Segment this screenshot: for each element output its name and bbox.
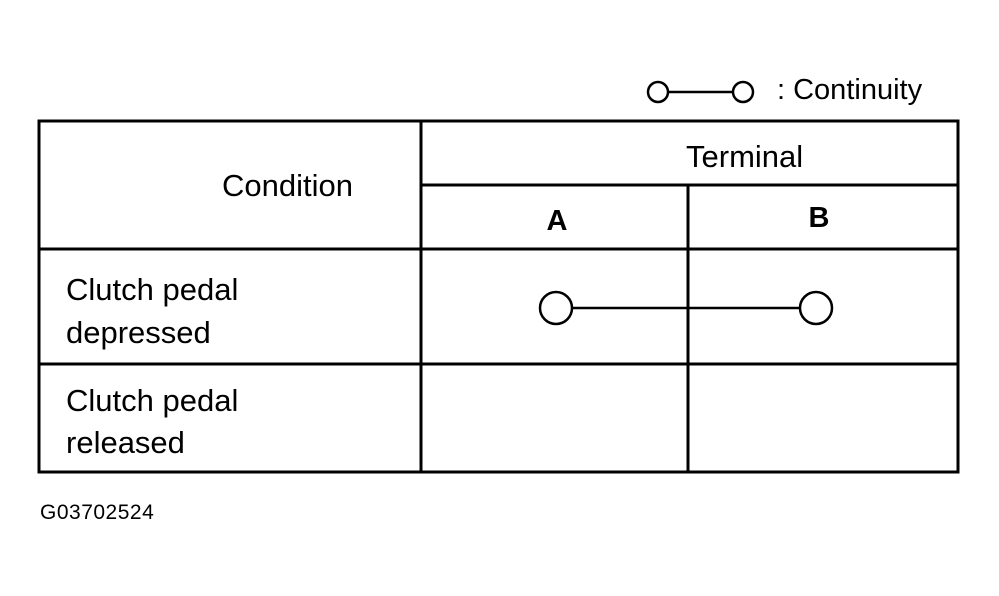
continuity-connection-icon [538, 290, 834, 326]
figure-code: G03702524 [40, 501, 155, 524]
terminal-header: Terminal [686, 139, 804, 174]
continuity-symbol-icon [646, 80, 755, 104]
terminal-b-header: B [808, 202, 830, 234]
row-2-condition-line2: released [66, 425, 185, 460]
row-1-condition-line2: depressed [66, 315, 211, 350]
row-1-condition-line1: Clutch pedal [66, 272, 239, 307]
continuity-legend: : Continuity [645, 72, 945, 108]
legend-label: : Continuity [777, 74, 923, 106]
condition-header: Condition [222, 168, 353, 203]
row-2-condition-line1: Clutch pedal [66, 383, 239, 418]
terminal-a-header: A [546, 205, 568, 237]
